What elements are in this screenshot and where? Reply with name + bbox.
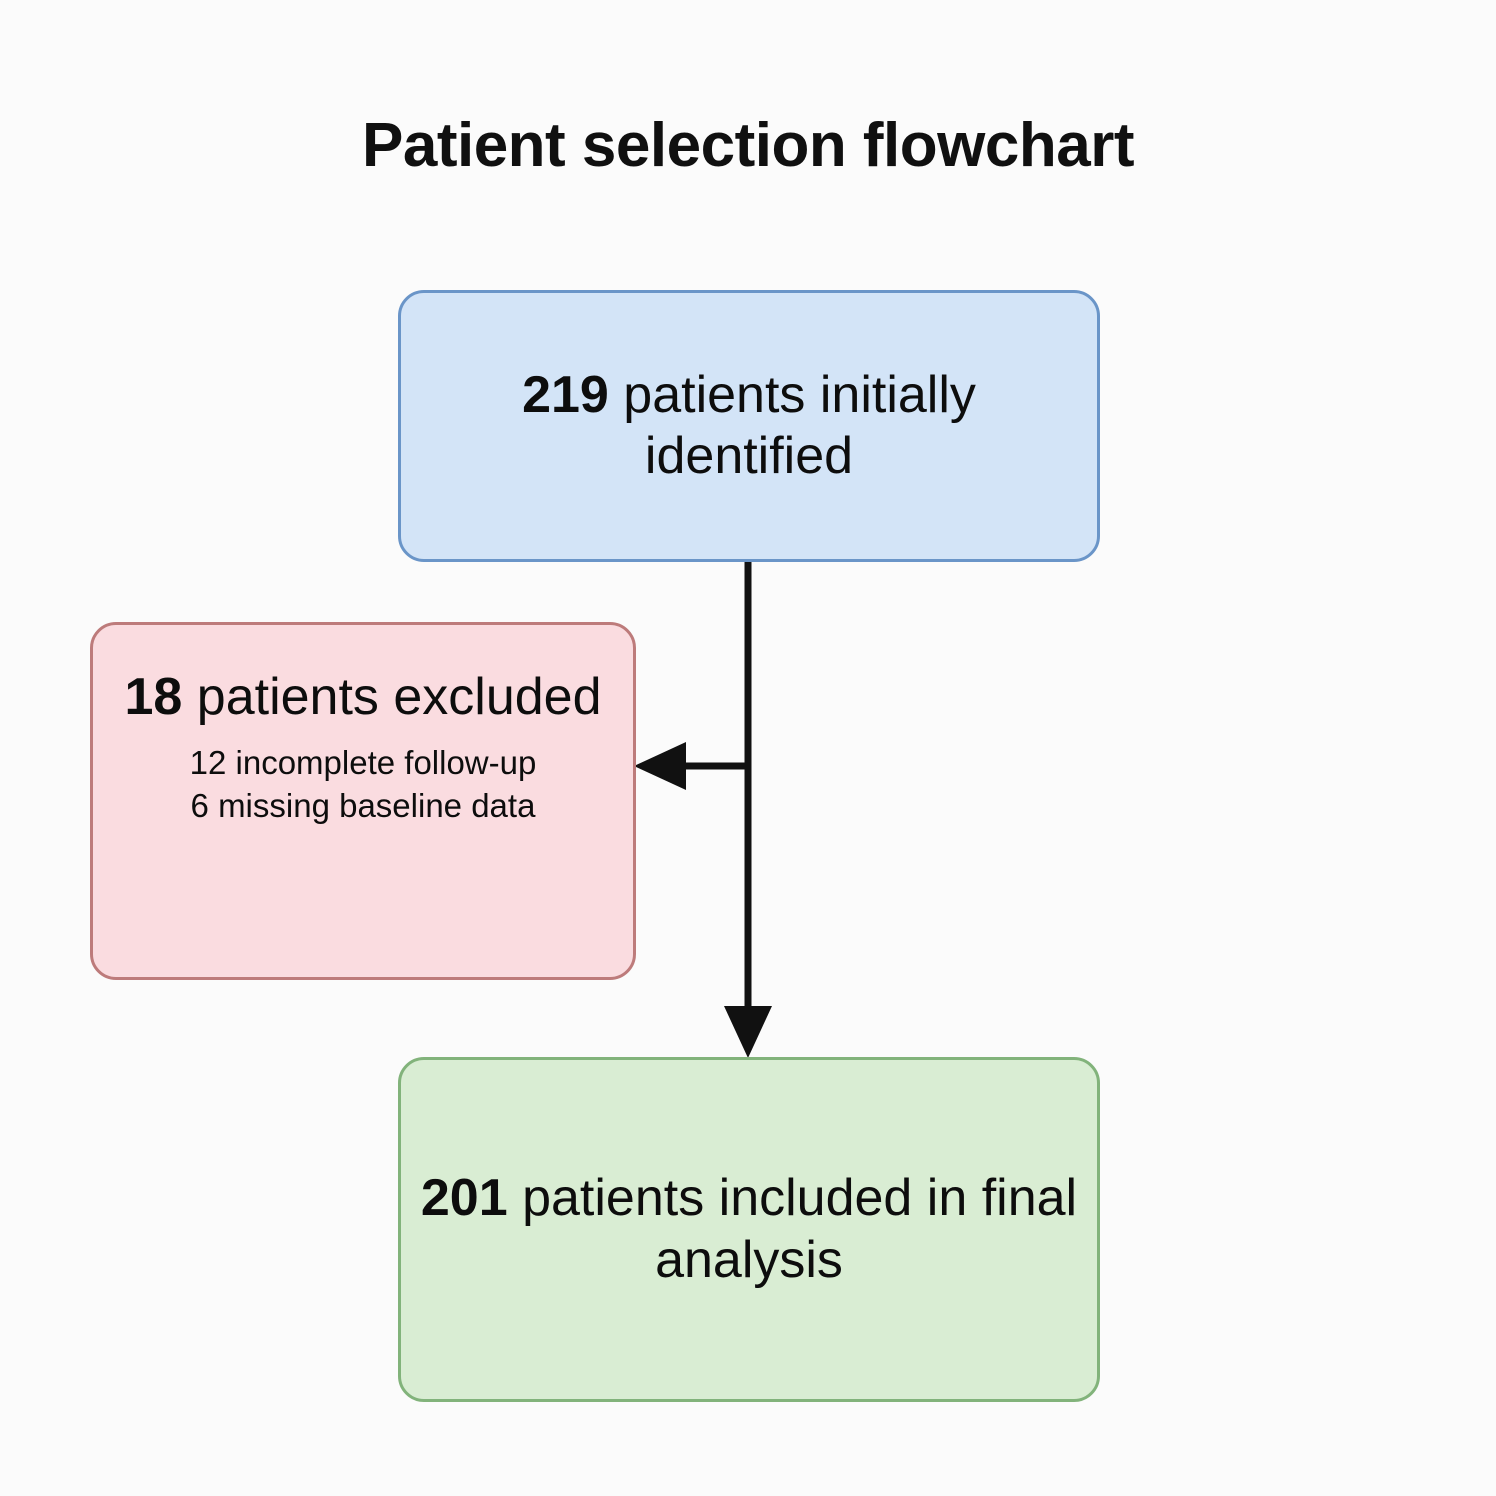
node-included-label: patients included in final analysis <box>507 1169 1078 1289</box>
node-excluded-subline-1: 12 incomplete follow-up <box>189 744 537 782</box>
node-patients-excluded[interactable]: 18 patients excluded 12 incomplete follo… <box>90 622 636 980</box>
node-excluded-label: patients excluded <box>182 668 602 726</box>
node-excluded-subline-2: 6 missing baseline data <box>190 786 536 824</box>
node-identified-label: patients initially identified <box>608 365 976 485</box>
node-excluded-text: 18 patients excluded <box>106 667 619 728</box>
node-patients-identified[interactable]: 219 patients initially identified <box>398 290 1100 562</box>
node-included-count: 201 <box>420 1169 508 1228</box>
page-title: Patient selection flowchart <box>361 111 1135 180</box>
node-excluded-count: 18 <box>124 668 183 726</box>
node-identified-text: 219 patients initially identified <box>401 365 1097 488</box>
node-included-text: 201 patients included in final analysis <box>401 1168 1097 1291</box>
node-excluded-sublines: 12 incomplete follow-up 6 missing baseli… <box>190 742 537 826</box>
node-patients-included[interactable]: 201 patients included in final analysis <box>398 1057 1100 1402</box>
arrowhead-left-icon <box>634 742 686 790</box>
node-identified-count: 219 <box>522 365 609 424</box>
arrowhead-down-icon <box>724 1006 772 1058</box>
